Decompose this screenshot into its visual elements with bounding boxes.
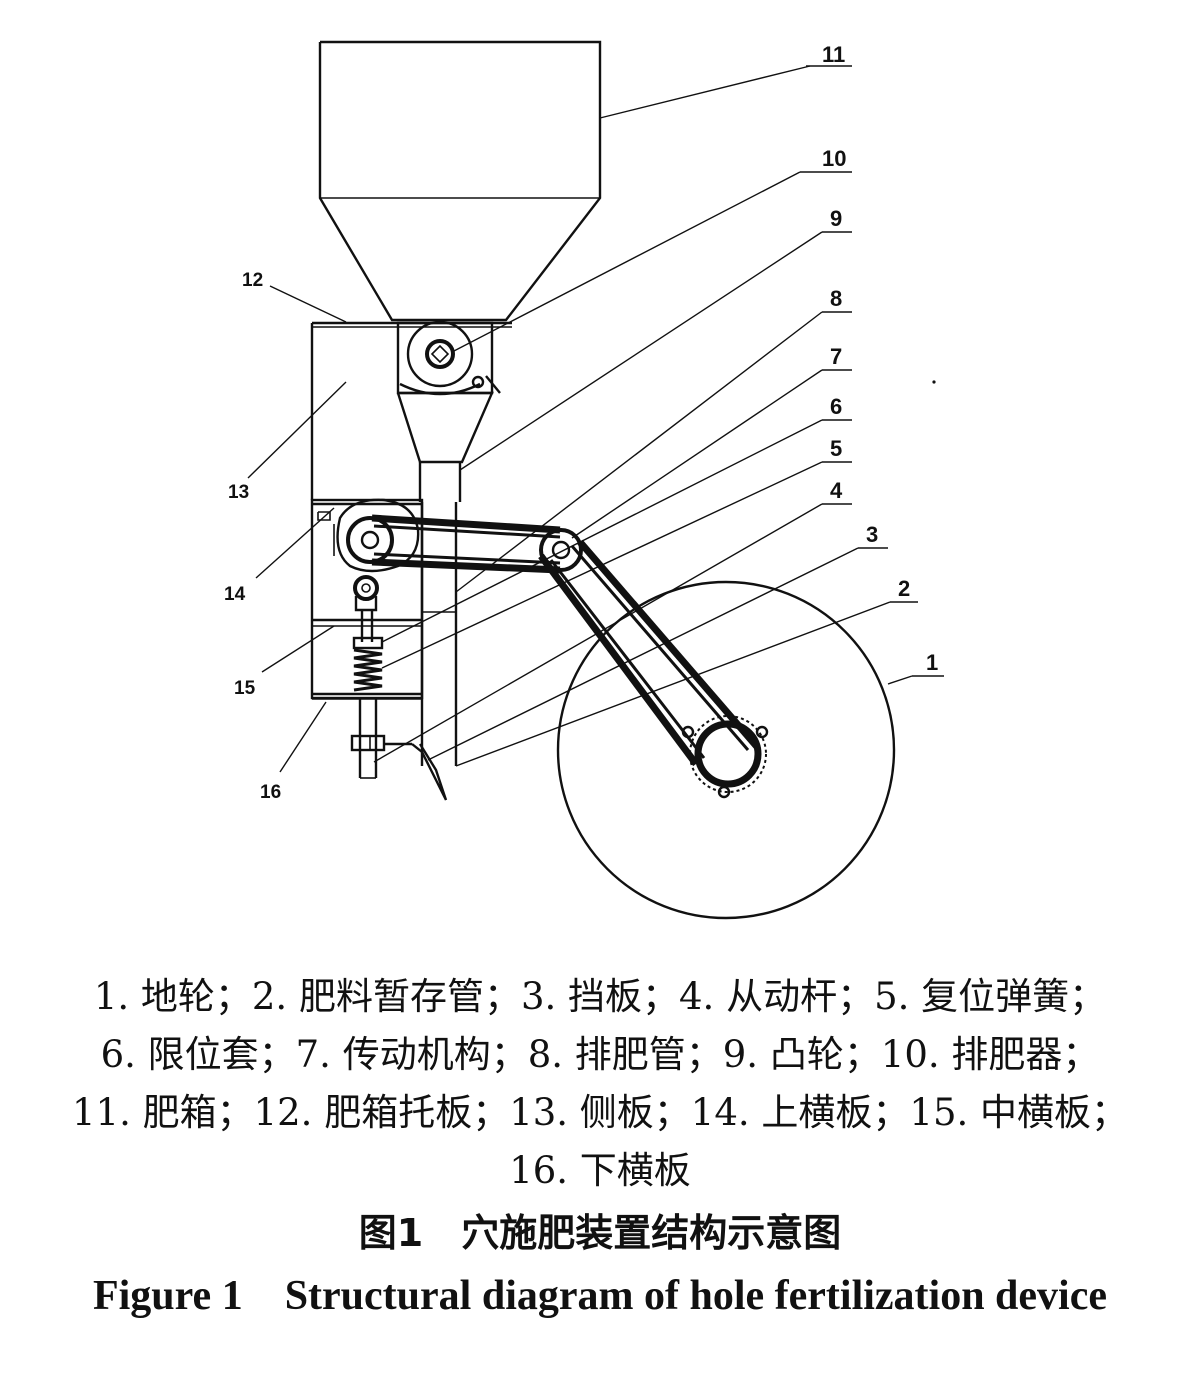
legend-line-2: 6. 限位套；7. 传动机构；8. 排肥管；9. 凸轮；10. 排肥器； (100, 1033, 1100, 1076)
reset-spring (353, 648, 383, 692)
cam (333, 498, 420, 573)
middle-cross-plate (312, 618, 422, 627)
stray-dot (932, 380, 936, 384)
callout-12: 12 (242, 270, 263, 291)
lower-cross-plate (312, 692, 422, 700)
callout-6: 6 (830, 394, 842, 419)
legend-line-3: 11. 肥箱；12. 肥箱托板；13. 侧板；14. 上横板；15. 中横板； (71, 1091, 1129, 1134)
leader-lines (247, 65, 944, 773)
legend-line-1: 1. 地轮；2. 肥料暂存管；3. 挡板；4. 从动杆；5. 复位弹簧； (93, 975, 1107, 1018)
limit-sleeve (352, 636, 384, 650)
callout-1: 1 (926, 650, 938, 675)
fertilizer-discharger (396, 320, 501, 396)
callout-16: 16 (260, 782, 281, 803)
callout-9: 9 (830, 206, 842, 231)
discharge-pipe (396, 391, 494, 502)
storage-tube (420, 502, 458, 766)
callout-10: 10 (822, 146, 846, 171)
baffle (350, 734, 448, 801)
callout-4: 4 (830, 478, 843, 503)
structure-diagram: 11 10 9 8 7 6 5 4 3 2 1 12 13 14 15 16 (224, 40, 944, 920)
figure-title-cn: 图1 穴施肥装置结构示意图 (358, 1211, 842, 1255)
callout-13: 13 (228, 482, 249, 503)
ground-wheel (556, 580, 896, 920)
callout-14: 14 (224, 584, 246, 605)
figure-caption: 1. 地轮；2. 肥料暂存管；3. 挡板；4. 从动杆；5. 复位弹簧； 6. … (0, 968, 1200, 1328)
callout-5: 5 (830, 436, 842, 461)
callout-3: 3 (866, 522, 878, 547)
callout-7: 7 (830, 344, 842, 369)
callout-15: 15 (234, 678, 256, 699)
callout-2: 2 (898, 576, 910, 601)
legend-line-4: 16. 下横板 (509, 1149, 691, 1192)
callout-8: 8 (830, 286, 842, 311)
figure-title-en: Figure 1 Structural diagram of hole fert… (92, 1273, 1108, 1319)
callout-11: 11 (822, 42, 845, 67)
fertilizer-box (318, 40, 602, 322)
